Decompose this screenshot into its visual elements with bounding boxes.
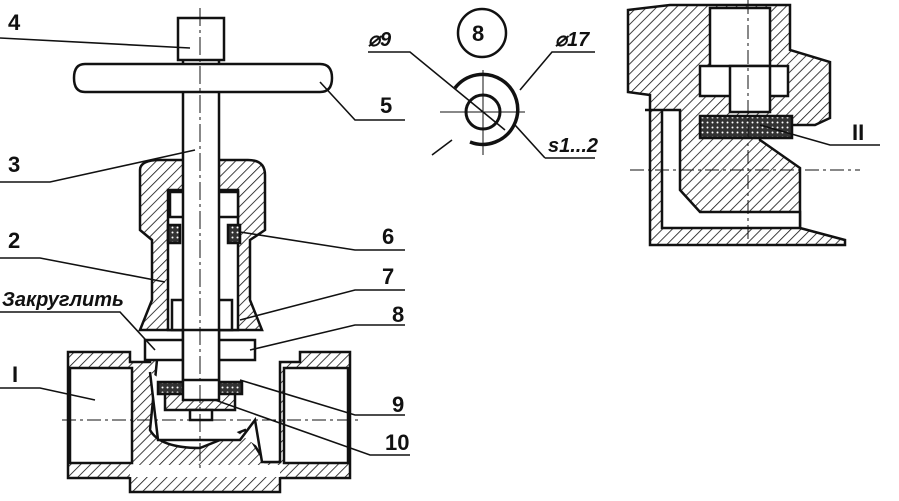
callout-6: 6 — [382, 224, 394, 249]
dia-outer-label: ⌀17 — [555, 29, 590, 51]
callout-4: 4 — [8, 10, 21, 35]
dia-inner-label: ⌀9 — [368, 29, 392, 51]
callout-10: 10 — [385, 430, 409, 455]
stem-nut — [176, 16, 226, 62]
thickness-label: s1...2 — [548, 135, 598, 157]
leader-lines — [0, 37, 410, 456]
valve-body — [62, 348, 358, 494]
callout-9: 9 — [392, 392, 404, 417]
callout-8: 8 — [392, 302, 404, 327]
callout-labels: 4 5 3 2 6 7 8 9 10 I Закруглить — [2, 10, 409, 455]
detail-II-section: II — [626, 0, 880, 247]
callout-3: 3 — [8, 152, 20, 177]
detail-II-marker: II — [852, 120, 864, 145]
callout-1: I — [12, 362, 18, 387]
detail-8-marker: 8 — [472, 21, 484, 46]
callout-2: 2 — [8, 228, 20, 253]
handwheel — [72, 62, 334, 94]
valve-main-view — [62, 8, 358, 494]
callout-7: 7 — [382, 264, 394, 289]
note-round: Закруглить — [2, 289, 124, 311]
detail-8-gasket: 8 ⌀9 ⌀17 s1...2 — [368, 7, 598, 159]
callout-5: 5 — [380, 93, 392, 118]
